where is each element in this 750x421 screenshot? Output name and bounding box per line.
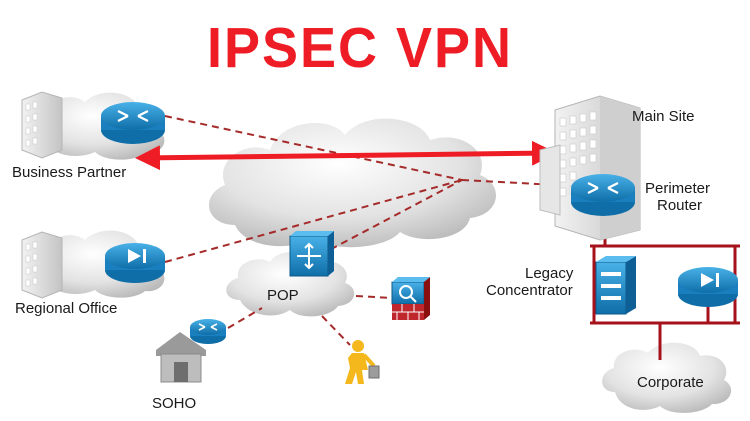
- firewall-icon: [391, 277, 430, 320]
- tunnel-firewall: [355, 295, 393, 299]
- tunnel-soho: [227, 307, 263, 329]
- label-perimeter-router-line2: Router: [657, 197, 703, 214]
- legacy-concentrator-icon: [595, 256, 636, 315]
- label-regional-office: Regional Office: [15, 300, 118, 317]
- label-corporate: Corporate: [637, 374, 704, 391]
- corporate-cloud-icon: [602, 342, 732, 413]
- label-legacy-concentrator-line1: Legacy: [525, 265, 574, 282]
- tunnel-regional-office: [164, 179, 463, 263]
- tunnel-mobile-user: [321, 315, 351, 346]
- label-pop: POP: [267, 287, 299, 304]
- tunnel-pop: [319, 179, 463, 256]
- site-to-site-vpn-arrow: [135, 140, 557, 171]
- business-partner-building-icon: [21, 91, 63, 159]
- soho-house-icon: [156, 332, 206, 383]
- diagram-title: IPSEC VPN: [206, 16, 514, 80]
- business-partner-router-icon: [101, 102, 165, 144]
- label-business-partner: Business Partner: [12, 164, 127, 181]
- mobile-user-icon: [345, 340, 380, 384]
- main-site-building-icon: [539, 95, 641, 241]
- label-legacy-concentrator-line2: Concentrator: [486, 282, 573, 299]
- soho-router-icon: [190, 319, 226, 344]
- main-site-vpn-device-icon: [678, 267, 738, 307]
- label-perimeter-router-line1: Perimeter: [645, 180, 711, 197]
- label-soho: SOHO: [152, 395, 197, 412]
- tunnel-main-site: [461, 179, 576, 187]
- perimeter-router-icon: [571, 174, 635, 216]
- internet-cloud-icon: [208, 118, 497, 248]
- pop-vpn-concentrator-icon: [289, 231, 334, 277]
- regional-office-vpn-router-icon: [105, 243, 165, 283]
- label-main-site: Main Site: [632, 108, 695, 125]
- regional-office-building-icon: [21, 231, 63, 299]
